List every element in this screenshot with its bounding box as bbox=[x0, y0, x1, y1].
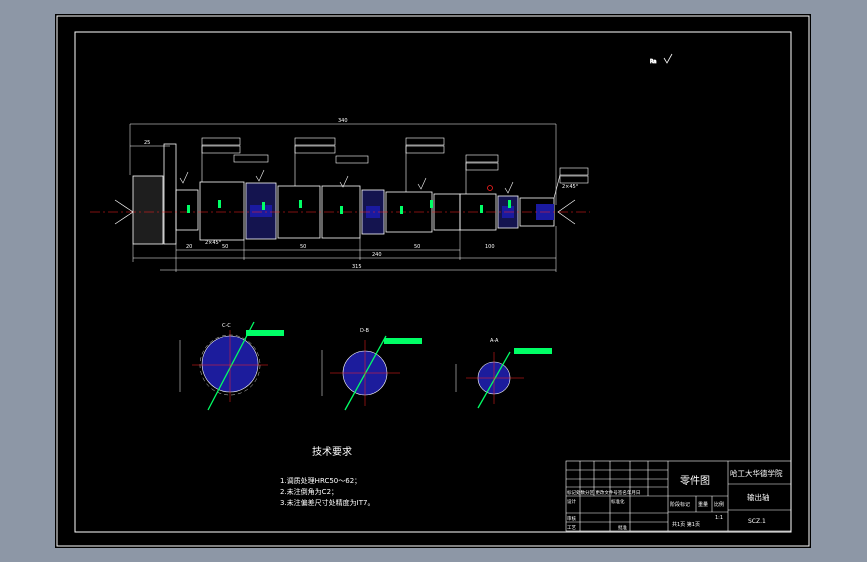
technical-requirements: 技术要求 1.调质处理HRC50～62； 2.未注倒角为C2； 3.未注偏差尺寸… bbox=[280, 445, 374, 507]
roughness-symbol: Ra bbox=[650, 53, 673, 65]
titleblock-code: SCZ.1 bbox=[748, 518, 766, 525]
tech-item-3: 3.未注偏差尺寸处精度为IT7。 bbox=[280, 498, 374, 507]
titleblock-row-design: 设计 bbox=[567, 498, 576, 505]
dim-segment-5: 100 bbox=[485, 244, 495, 250]
titleblock-scale-value: 1:1 bbox=[715, 515, 723, 521]
titleblock-drawing-type: 零件图 bbox=[680, 475, 710, 487]
titleblock-school: 哈工大华德学院 bbox=[730, 468, 783, 478]
titleblock-scale-label: 比例 bbox=[714, 501, 724, 508]
titleblock-row-check: 审核 bbox=[567, 515, 576, 522]
dim-overall-lower: 315 bbox=[352, 264, 362, 270]
chamfer-label-left: 2×45° bbox=[205, 240, 222, 246]
titleblock-row-approve: 批准 bbox=[618, 524, 627, 531]
svg-text:Ra: Ra bbox=[650, 59, 656, 65]
titleblock-sheet-info: 共1页 第1页 bbox=[672, 521, 700, 528]
titleblock-part-name: 输出轴 bbox=[747, 492, 770, 502]
titleblock-row-std: 标准化 bbox=[611, 498, 625, 505]
dim-segment-3: 50 bbox=[300, 244, 306, 250]
dim-segment-4: 50 bbox=[414, 244, 420, 250]
section-label-aa: A-A bbox=[490, 338, 499, 344]
dim-segment-2: 50 bbox=[222, 244, 228, 250]
titleblock-stage-label: 阶段标记 bbox=[670, 501, 690, 508]
section-view-cc: C-C bbox=[179, 321, 284, 411]
tech-title: 技术要求 bbox=[312, 445, 352, 458]
dim-total-length: 340 bbox=[338, 118, 348, 124]
drawing-sheet bbox=[55, 14, 811, 548]
section-view-aa: A-A bbox=[455, 338, 552, 409]
titleblock-weight-label: 重量 bbox=[698, 501, 708, 508]
section-view-bb: D-B bbox=[321, 328, 422, 411]
dim-span-lower: 240 bbox=[372, 252, 382, 258]
shaft-main-view: 340 25 bbox=[90, 118, 590, 272]
chamfer-label-right: 2×45° bbox=[562, 184, 579, 190]
dim-left-step: 25 bbox=[144, 140, 150, 146]
titleblock-header-row: 标记处数分区 更改文件号签名年月日 bbox=[567, 489, 640, 496]
section-label-cc: C-C bbox=[222, 323, 231, 329]
dim-segment-1: 20 bbox=[186, 244, 192, 250]
titleblock-row-process: 工艺 bbox=[567, 525, 576, 531]
title-block bbox=[565, 460, 792, 532]
tech-item-2: 2.未注倒角为C2； bbox=[280, 487, 338, 496]
tech-item-1: 1.调质处理HRC50～62； bbox=[280, 476, 361, 485]
outer-border bbox=[56, 15, 810, 547]
section-label-bb: D-B bbox=[360, 328, 369, 334]
inner-frame bbox=[74, 31, 792, 533]
